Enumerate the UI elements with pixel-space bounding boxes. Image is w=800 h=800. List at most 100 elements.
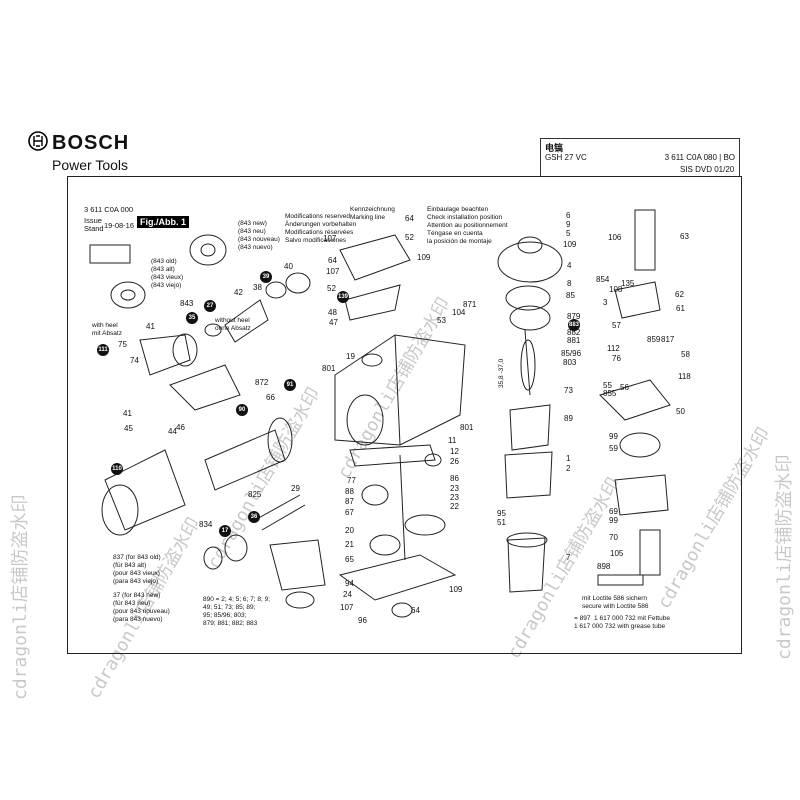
- part-number-label: 85: [566, 291, 575, 300]
- marking-line-note: Kennzeichnung Marking line: [350, 206, 395, 221]
- part-number-label: 64: [411, 606, 420, 615]
- installation-note: Einbaulage beachten Check installation p…: [427, 206, 508, 245]
- part-number-label: 6: [566, 211, 571, 220]
- part-number-label: 1: [566, 454, 571, 463]
- part-number-label: 105: [610, 549, 624, 558]
- part-number-label: 859: [647, 335, 661, 344]
- part-number-label: 107: [323, 234, 337, 243]
- tool-name: 电镐: [545, 143, 564, 153]
- part-number-label: 96: [358, 616, 367, 625]
- part-number-label: 64: [405, 214, 414, 223]
- part-number-label: 61: [676, 304, 685, 313]
- bosch-logo-icon: [28, 131, 48, 151]
- part-number-label: 65: [345, 555, 354, 564]
- part-number-label: 108: [609, 285, 623, 294]
- part-number-label: 55: [603, 381, 612, 390]
- part-badge: 883: [568, 319, 580, 331]
- tool-code: 3 611 C0A 080 | BO: [664, 153, 735, 162]
- part-number-label: 64: [328, 256, 337, 265]
- grease-note: = 897 1 617 000 732 mit Fettube 1 617 00…: [574, 615, 670, 630]
- part-number-label: 48: [328, 308, 337, 317]
- part-number-label: 85/96: [561, 349, 582, 358]
- part-number-label: 3: [603, 298, 608, 307]
- part-number-label: 77: [347, 476, 356, 485]
- part-number-label: 69: [609, 507, 618, 516]
- part-number-label: 5: [566, 229, 571, 238]
- part-number-label: 107: [340, 603, 354, 612]
- part-number-label: 817: [661, 335, 675, 344]
- part-number-label: 7: [566, 553, 571, 562]
- part-badge: 17: [219, 525, 231, 537]
- part-number-label: 855: [603, 389, 617, 398]
- part-number-label: 871: [463, 300, 477, 309]
- part-number-label: 58: [681, 350, 690, 359]
- part-number-label: 53: [437, 316, 446, 325]
- part-number-label: 46: [176, 423, 185, 432]
- part-number-label: 107: [326, 267, 340, 276]
- part-number: 3 611 C0A 000: [84, 205, 134, 214]
- part-number-label: 881: [567, 336, 581, 345]
- part-number-label: 66: [266, 393, 275, 402]
- with-heel-note: with heel mit Absatz: [92, 322, 122, 337]
- part-number-label: 26: [450, 457, 459, 466]
- part-number-label: 23: [450, 484, 459, 493]
- part-number-label: 112: [607, 344, 620, 353]
- part-number-label: 57: [612, 321, 621, 330]
- part-number-label: 75: [118, 340, 127, 349]
- part-badge: 39: [260, 271, 272, 283]
- part-number-label: 52: [405, 233, 414, 242]
- part-number-label: 8: [567, 279, 572, 288]
- part-badge: 90: [236, 404, 248, 416]
- part-number-label: 834: [199, 520, 213, 529]
- part-number-label: 801: [322, 364, 336, 373]
- issue-date: 19-08-16: [104, 221, 135, 230]
- part-number-label: 41: [146, 322, 155, 331]
- part-number-label: 872: [255, 378, 269, 387]
- part-number-label: 70: [609, 533, 618, 542]
- part-number-label: 843: [180, 299, 194, 308]
- part-number-label: 825: [248, 490, 262, 499]
- brand-subtitle: Power Tools: [52, 157, 129, 173]
- part-number-label: 109: [449, 585, 463, 594]
- part-number-label: 40: [284, 262, 293, 271]
- part-number-label: 109: [417, 253, 431, 262]
- part-number-label: 21: [345, 540, 354, 549]
- part-number-label: 882: [567, 328, 581, 337]
- part-number-label: 24: [343, 590, 352, 599]
- part-number-label: 11: [448, 436, 457, 445]
- part-number-label: 89: [564, 414, 573, 423]
- part-number-label: 94: [345, 579, 354, 588]
- part-badge: 139: [337, 291, 349, 303]
- part-837-note: 837 (for 843 old) (für 843 alt) (pour 84…: [113, 554, 161, 585]
- part-number-label: 38: [253, 283, 262, 292]
- brand-name: BOSCH: [52, 132, 130, 154]
- modifications-note: Modifications reserved Änderungen vorbeh…: [285, 213, 357, 244]
- part-badge: 35: [186, 312, 198, 324]
- part-number-label: 44: [168, 427, 177, 436]
- part-890-note: 890 = 2; 4; 5; 6; 7; 8; 9; 49; 51; 73; 8…: [203, 596, 271, 627]
- loctite-note: mit Loctite 586 sichern secure with Loct…: [582, 595, 649, 610]
- part-number-label: 63: [680, 232, 689, 241]
- part-number-label: 801: [460, 423, 474, 432]
- part-number-label: 41: [123, 409, 132, 418]
- part-number-label: 67: [345, 508, 354, 517]
- part-number-label: 803: [563, 358, 577, 367]
- part-number-label: 51: [497, 518, 506, 527]
- part-number-label: 99: [609, 516, 618, 525]
- part-number-label: 74: [130, 356, 139, 365]
- new-variant-note: (843 new) (843 neu) (843 nouveau) (843 n…: [238, 220, 280, 251]
- part-number-label: 86: [450, 474, 459, 483]
- part-number-label: 59: [609, 444, 618, 453]
- part-number-label: 99: [609, 432, 618, 441]
- part-number-label: 19: [346, 352, 355, 361]
- part-number-label: 9: [566, 220, 571, 229]
- part-number-label: 135: [621, 279, 635, 288]
- part-number-label: 88: [345, 487, 354, 496]
- part-number-label: 47: [329, 318, 338, 327]
- part-number-label: 52: [327, 284, 336, 293]
- figure-label: Fig./Abb. 1: [137, 216, 189, 228]
- part-number-label: 12: [450, 447, 459, 456]
- part-number-label: 104: [452, 308, 466, 317]
- issue-label: Issue Stand: [84, 216, 104, 233]
